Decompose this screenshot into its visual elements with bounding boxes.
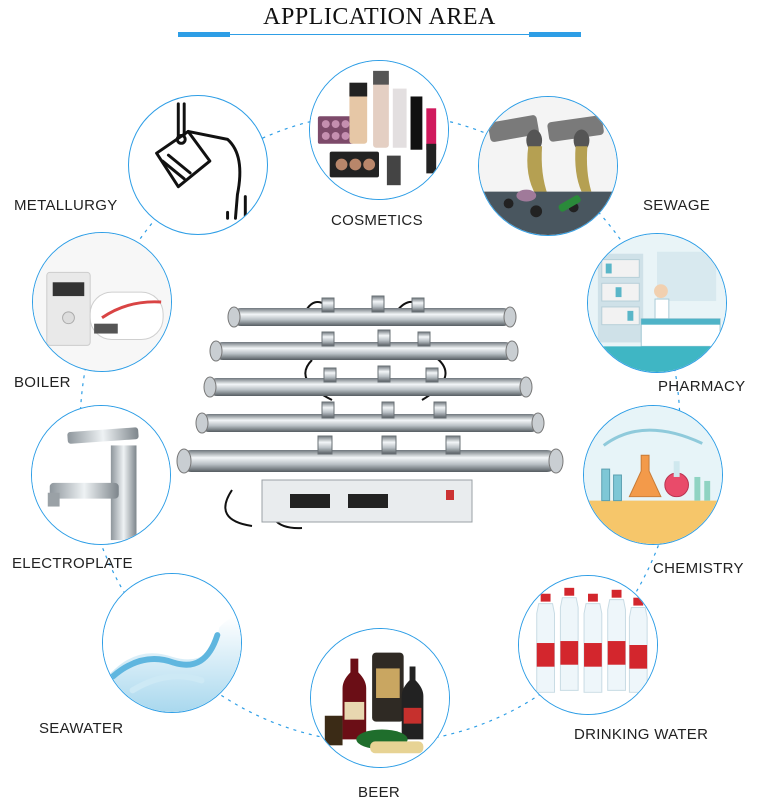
cosmetics-photo <box>310 61 448 199</box>
label-boiler: BOILER <box>14 374 71 391</box>
label-seawater: SEAWATER <box>39 720 124 737</box>
lab-flasks-illustration <box>584 406 722 544</box>
circle-electroplate <box>31 405 171 545</box>
label-sewage: SEWAGE <box>643 197 711 214</box>
sewage-pipes-photo <box>479 97 617 235</box>
circle-pharmacy <box>587 233 727 373</box>
title-accent-right <box>529 32 581 37</box>
beverages-photo <box>311 629 449 767</box>
circle-sewage <box>478 96 618 236</box>
title-accent-left <box>178 32 230 37</box>
water-heater-photo <box>33 233 171 371</box>
pharmacy-illustration <box>588 234 726 372</box>
title-underline <box>178 34 581 35</box>
label-cosmetics: COSMETICS <box>331 212 423 229</box>
label-electroplate: ELECTROPLATE <box>12 555 133 572</box>
circle-metallurgy <box>128 95 268 235</box>
wave-photo <box>103 574 241 712</box>
label-beer: BEER <box>358 784 401 801</box>
label-drinking-water: DRINKING WATER <box>574 726 709 743</box>
water-bottles-photo <box>519 576 657 714</box>
label-metallurgy: METALLURGY <box>14 197 118 214</box>
uv-sterilizer-stack-image <box>176 295 564 530</box>
circle-seawater <box>102 573 242 713</box>
circle-cosmetics <box>309 60 449 200</box>
label-chemistry: CHEMISTRY <box>653 560 744 577</box>
label-pharmacy: PHARMACY <box>658 378 746 395</box>
circle-boiler <box>32 232 172 372</box>
molten-ladle-icon <box>155 102 247 220</box>
circle-chemistry <box>583 405 723 545</box>
circle-drinking-water <box>518 575 658 715</box>
page-title: APPLICATION AREA <box>263 4 496 30</box>
circle-beer <box>310 628 450 768</box>
uv-sterilizer-stack-photo <box>172 290 590 535</box>
faucet-photo <box>32 406 170 544</box>
